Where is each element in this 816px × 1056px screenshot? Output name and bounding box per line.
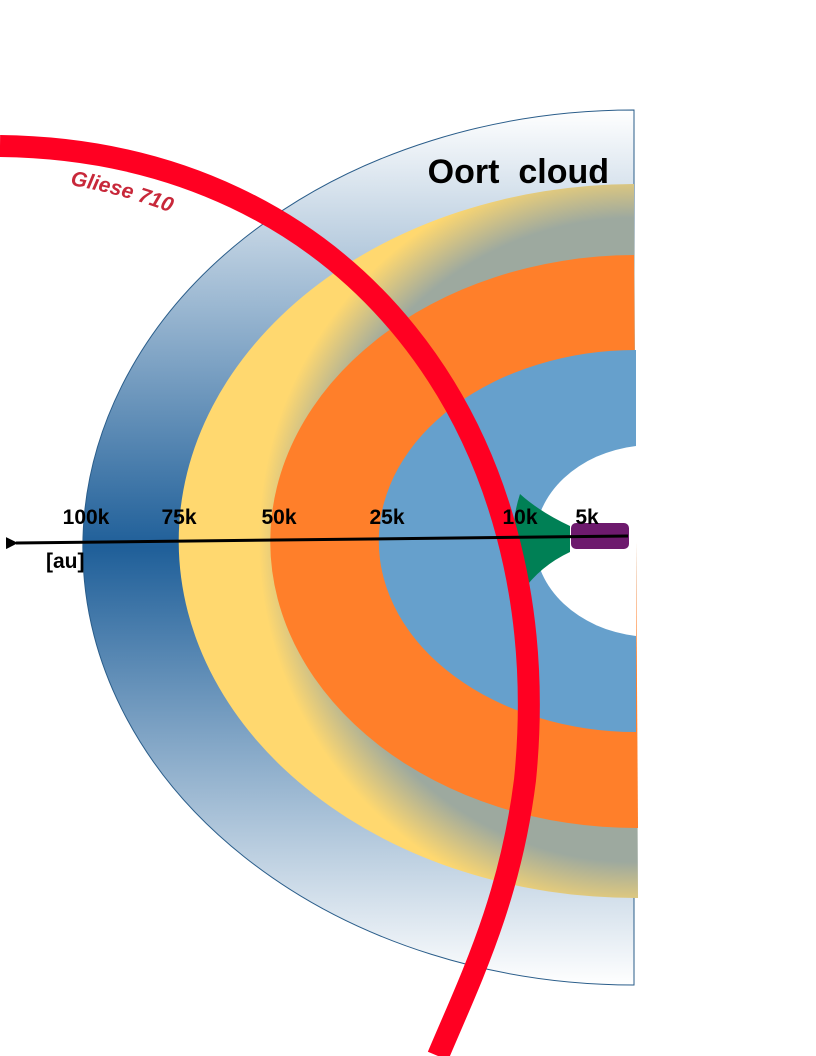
tick-label-50k: 50k	[261, 506, 296, 529]
tick-label-75k: 75k	[161, 506, 196, 529]
distance-axis-arrow	[5, 534, 629, 550]
gliese-710-trajectory	[0, 135, 540, 1056]
hills-cloud-region	[512, 494, 570, 592]
diagram-title: Oort cloud	[428, 153, 609, 191]
tick-label-100k: 100k	[63, 506, 110, 529]
tick-label-25k: 25k	[369, 506, 404, 529]
distance-unit-label: [au]	[46, 550, 85, 573]
tick-label-5k: 5k	[575, 506, 599, 529]
tick-label-10k: 10k	[502, 506, 537, 529]
